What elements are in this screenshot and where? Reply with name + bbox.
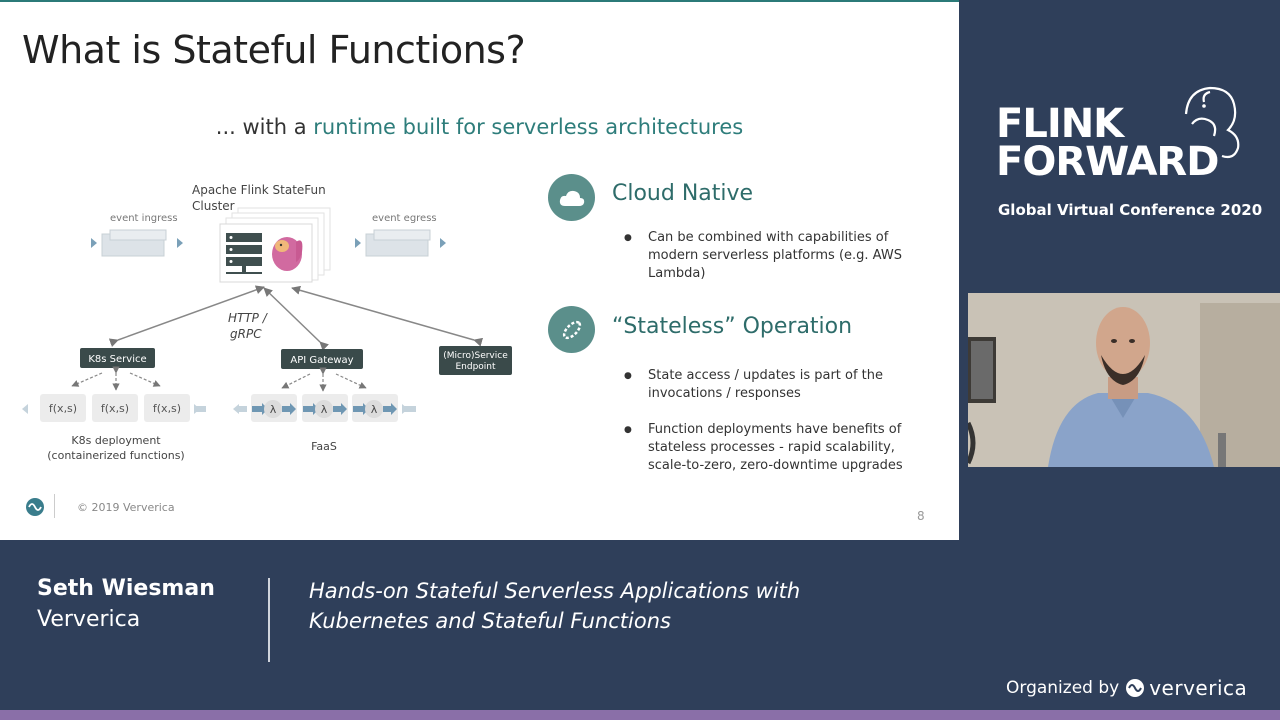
flink-forward-logo-line1: FLINK [996, 101, 1124, 147]
slide-title: What is Stateful Functions? [22, 28, 526, 72]
organizer-name: ververica [1149, 676, 1248, 700]
organizer-brand: ververica [1125, 676, 1247, 700]
statefun-cluster [219, 207, 331, 283]
link-chain-icon [548, 306, 595, 353]
presentation-slide: What is Stateful Functions? ... with a r… [0, 0, 959, 540]
flink-forward-logo-line2: FORWARD [996, 139, 1219, 185]
feature-bullet: Can be combined with capabilities of mod… [624, 229, 918, 283]
lambda-label: λ [321, 403, 328, 416]
fanout-arrows [71, 366, 367, 392]
api-gateway-label: API Gateway [290, 355, 353, 366]
speaker-video-frame [968, 293, 1280, 467]
micro-service-label-line2: Endpoint [455, 362, 496, 372]
conference-name: Global Virtual Conference 2020 [998, 201, 1263, 219]
protocol-label-line1: HTTP / [228, 311, 269, 325]
speaker-organization: Ververica [37, 607, 141, 632]
cluster-label-line2: Cluster [192, 199, 235, 213]
faas-label: FaaS [311, 440, 337, 453]
micro-service-label-line1: (Micro)Service [443, 351, 508, 361]
subtitle-prefix: ... with a [215, 115, 314, 139]
event-egress-label: event egress [372, 213, 437, 224]
k8s-deployment-label-line2: (containerized functions) [47, 449, 184, 462]
api-gateway-box: API Gateway [281, 349, 363, 369]
server-icon [226, 233, 262, 274]
speaker-video [968, 293, 1280, 467]
talk-title: Hands-on Stateful Serverless Application… [309, 576, 849, 636]
lambda-label: λ [270, 403, 277, 416]
feature-title-stateless-operation: “Stateless” Operation [612, 314, 853, 339]
organized-by: Organized by ververica [1006, 676, 1247, 700]
event-ingress-label: event ingress [110, 213, 178, 224]
k8s-service-label: K8s Service [88, 354, 146, 365]
k8s-deployment-label-line1: K8s deployment [71, 434, 161, 447]
feature-title-cloud-native: Cloud Native [612, 181, 754, 206]
egress-queue [355, 229, 446, 257]
ververica-brand-icon [1126, 679, 1145, 697]
talk-title-line2: Kubernetes and Stateful Functions [309, 609, 671, 633]
squirrel-outline-icon [1184, 86, 1240, 159]
ververica-logo-icon [26, 498, 44, 516]
slide-subtitle: ... with a runtime built for serverless … [0, 115, 959, 139]
speaker-name: Seth Wiesman [37, 576, 215, 601]
slide-page-number: 8 [917, 509, 925, 523]
connector-arrows [108, 285, 484, 351]
talk-title-line1: Hands-on Stateful Serverless Application… [309, 579, 801, 603]
k8s-service-box: K8s Service [80, 348, 155, 368]
function-pod-label: f(x,s) [153, 402, 181, 415]
feature-bullet: Function deployments have benefits of st… [624, 421, 923, 475]
faas-lambdas: λ λ λ [233, 394, 416, 422]
function-pod-label: f(x,s) [101, 402, 129, 415]
k8s-function-pods: f(x,s) f(x,s) f(x,s) [22, 394, 206, 422]
footer-copyright: © 2019 Ververica [77, 501, 175, 514]
bottom-accent-bar [0, 710, 1280, 720]
lower-third-divider [268, 578, 270, 662]
flink-squirrel-icon [272, 237, 303, 271]
micro-service-endpoint-box: (Micro)Service Endpoint [439, 346, 512, 375]
function-pod-label: f(x,s) [49, 402, 77, 415]
cloud-icon [548, 174, 595, 221]
feature-bullet: State access / updates is part of the in… [624, 367, 898, 403]
footer-divider [54, 494, 55, 518]
protocol-label-line2: gRPC [230, 327, 262, 341]
ingress-queue [91, 229, 183, 257]
subtitle-highlight: runtime built for serverless architectur… [313, 115, 744, 139]
organized-by-label: Organized by [1006, 678, 1120, 698]
lambda-label: λ [371, 403, 378, 416]
architecture-diagram: Apache Flink StateFun Cluster event ingr… [22, 183, 512, 462]
cluster-label-line1: Apache Flink StateFun [192, 183, 326, 197]
